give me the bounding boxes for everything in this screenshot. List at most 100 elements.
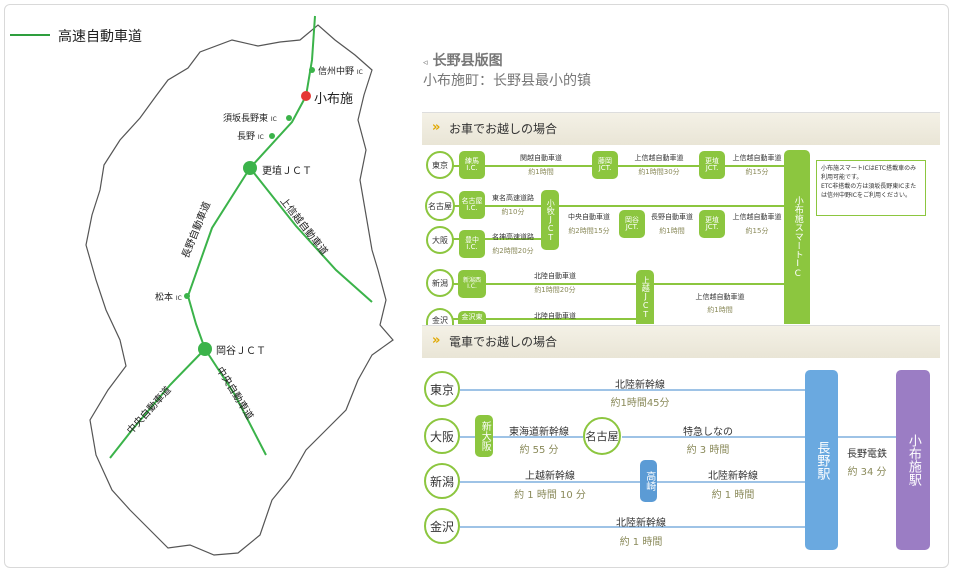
car-city-osaka: 大阪: [426, 226, 454, 254]
car-road-hokuriku: 北陸自動車道: [534, 272, 576, 280]
label-suzaka: 須坂長野東 IC: [223, 114, 277, 124]
car-line-kanazawa: [445, 318, 645, 320]
car-city-nagoya: 名古屋: [425, 191, 455, 221]
road-chuo-west: [109, 348, 206, 459]
train-line-niigata: [460, 481, 805, 483]
train-time-joetsu: 約 1 時間 10 分: [514, 490, 586, 501]
car-jct-koshoku2: 更埴 JCT.: [699, 210, 725, 238]
car-city-kanazawa: 金沢: [426, 308, 454, 330]
train-city-kanazawa: 金沢: [424, 508, 460, 544]
nagano-map: [85, 15, 394, 556]
car-city-niigata: 新潟: [426, 269, 454, 297]
car-line-niigata: [445, 283, 790, 285]
ic-matsumoto: [184, 293, 190, 299]
train-time-tokyo: 約1時間45分: [610, 398, 670, 409]
jct-koshoku: [243, 161, 257, 175]
car-city-tokyo: 東京: [426, 151, 454, 179]
label-shinshu-nakano: 信州中野 IC: [318, 67, 363, 77]
train-line-kanazawa: [460, 526, 805, 528]
train-city-osaka: 大阪: [424, 418, 460, 454]
caret-left-icon: ◃: [423, 58, 428, 68]
car-ic-toyonaka: 豊中 I.C.: [459, 230, 485, 258]
legend-label: 高速自動車道: [58, 29, 142, 45]
label-okaya-jct: 岡谷ＪＣＴ: [216, 346, 266, 357]
train-name-shinano: 特急しなの: [683, 427, 733, 438]
train-name-kanazawa: 北陸新幹線: [616, 518, 666, 529]
car-road-tomei: 東名高速道路: [492, 194, 534, 202]
ic-shinshu-nakano: [309, 67, 315, 73]
train-station-obuse: 小布施駅: [896, 370, 930, 550]
car-road-kanetsu: 関越自動車道: [520, 154, 562, 162]
label-koshoku-jct: 更埴ＪＣＴ: [262, 166, 312, 177]
train-station-nagano: 長野駅: [805, 370, 838, 550]
car-ic-niigatanishi: 新潟西 I.C.: [458, 270, 486, 298]
page-frame: [4, 4, 949, 568]
car-ic-fujioka: 藤岡 JCT.: [592, 151, 618, 179]
train-time-dentetsu: 約 34 分: [847, 467, 887, 478]
car-ic-nagoya: 名古屋 I.C.: [459, 191, 485, 219]
car-time-kanetsu: 約1時間: [528, 168, 554, 176]
train-name-dentetsu: 長野電鉄: [847, 449, 887, 460]
train-name-joetsu: 上越新幹線: [525, 471, 575, 482]
car-jct-joetsu: 上越JCT: [636, 270, 654, 324]
prefecture-outline: [85, 24, 394, 556]
car-ic-kanazawa: 金沢東: [458, 311, 486, 324]
road-chuo-east: [204, 348, 267, 456]
train-line-dentetsu: [838, 436, 896, 438]
car-time-meishin: 約2時間20分: [492, 247, 534, 255]
train-time-shinano: 約 3 時間: [686, 445, 730, 456]
car-road-joshinetsu3: 上信越自動車道: [732, 213, 782, 221]
jct-okaya: [198, 342, 212, 356]
train-line-tokyo: [460, 389, 805, 391]
legend-line: [10, 34, 50, 36]
label-obuse: 小布施: [314, 92, 354, 107]
train-line-osaka2: [493, 436, 583, 438]
road-joshinetsu-south: [249, 167, 373, 303]
car-time-joshinetsu1: 約1時間30分: [638, 168, 680, 176]
car-time-joshinetsu2: 約15分: [745, 168, 769, 176]
car-time-chuo: 約2時間15分: [568, 227, 610, 235]
train-time-hokuriku: 約 1 時間: [711, 490, 755, 501]
train-section-header: » 電車でお越しの場合: [422, 325, 940, 358]
info-subtitle: 小布施町：长野县最小的镇: [423, 73, 591, 89]
car-road-naganoexp: 長野自動車道: [651, 213, 693, 221]
car-time-hokuriku: 約1時間20分: [534, 286, 576, 294]
car-road-joshinetsu4: 上信越自動車道: [695, 293, 745, 301]
car-ic-nerima: 練馬 I.C.: [459, 151, 485, 179]
car-smart-ic: 小布施スマートIC: [784, 150, 810, 324]
info-title: 长野县版图: [432, 53, 503, 69]
train-city-tokyo: 東京: [424, 371, 460, 407]
car-jct-komaki: 小牧JCT: [541, 190, 559, 250]
train-name-tokaido: 東海道新幹線: [509, 427, 569, 438]
label-matsumoto: 松本 IC: [155, 293, 182, 303]
car-road-chuo: 中央自動車道: [568, 213, 610, 221]
obuse-marker: [301, 91, 311, 101]
car-line-osaka: [445, 238, 545, 240]
car-ic-koshoku1: 更埴 JCT.: [699, 151, 725, 179]
car-road-hokuriku2: 北陸自動車道: [534, 312, 576, 320]
train-station-shin-osaka: 新大阪: [475, 415, 493, 457]
car-road-joshinetsu2: 上信越自動車道: [732, 154, 782, 162]
car-note: 小布施スマートICはETC搭載車のみ利用可能です。 ETC非搭載の方は須坂長野東…: [816, 160, 926, 216]
train-header-text: 電車でお越しの場合: [449, 335, 558, 349]
car-header-text: お車でお越しの場合: [449, 122, 558, 136]
train-name-hokuriku: 北陸新幹線: [708, 471, 758, 482]
car-section-header: » お車でお越しの場合: [422, 112, 940, 145]
train-time-tokaido: 約 55 分: [519, 445, 559, 456]
train-line-osaka: [460, 436, 476, 438]
info-title-row: ◃ 长野县版图: [423, 50, 503, 70]
train-line-nagoya: [622, 436, 805, 438]
car-time-tomei: 約10分: [501, 208, 525, 216]
train-city-nagoya: 名古屋: [583, 417, 621, 455]
ic-nagano: [269, 133, 275, 139]
ic-suzaka: [286, 115, 292, 121]
car-road-joshinetsu1: 上信越自動車道: [634, 154, 684, 162]
label-nagano: 長野 IC: [237, 132, 264, 142]
car-time-joshinetsu3: 約15分: [745, 227, 769, 235]
train-time-kanazawa: 約 1 時間: [619, 537, 663, 548]
train-city-niigata: 新潟: [424, 463, 460, 499]
car-jct-okaya: 岡谷 JCT.: [619, 210, 645, 238]
train-station-takasaki: 高崎: [640, 460, 657, 502]
car-road-meishin: 名神高速道路: [492, 233, 534, 241]
double-chevron-icon: »: [432, 333, 441, 348]
